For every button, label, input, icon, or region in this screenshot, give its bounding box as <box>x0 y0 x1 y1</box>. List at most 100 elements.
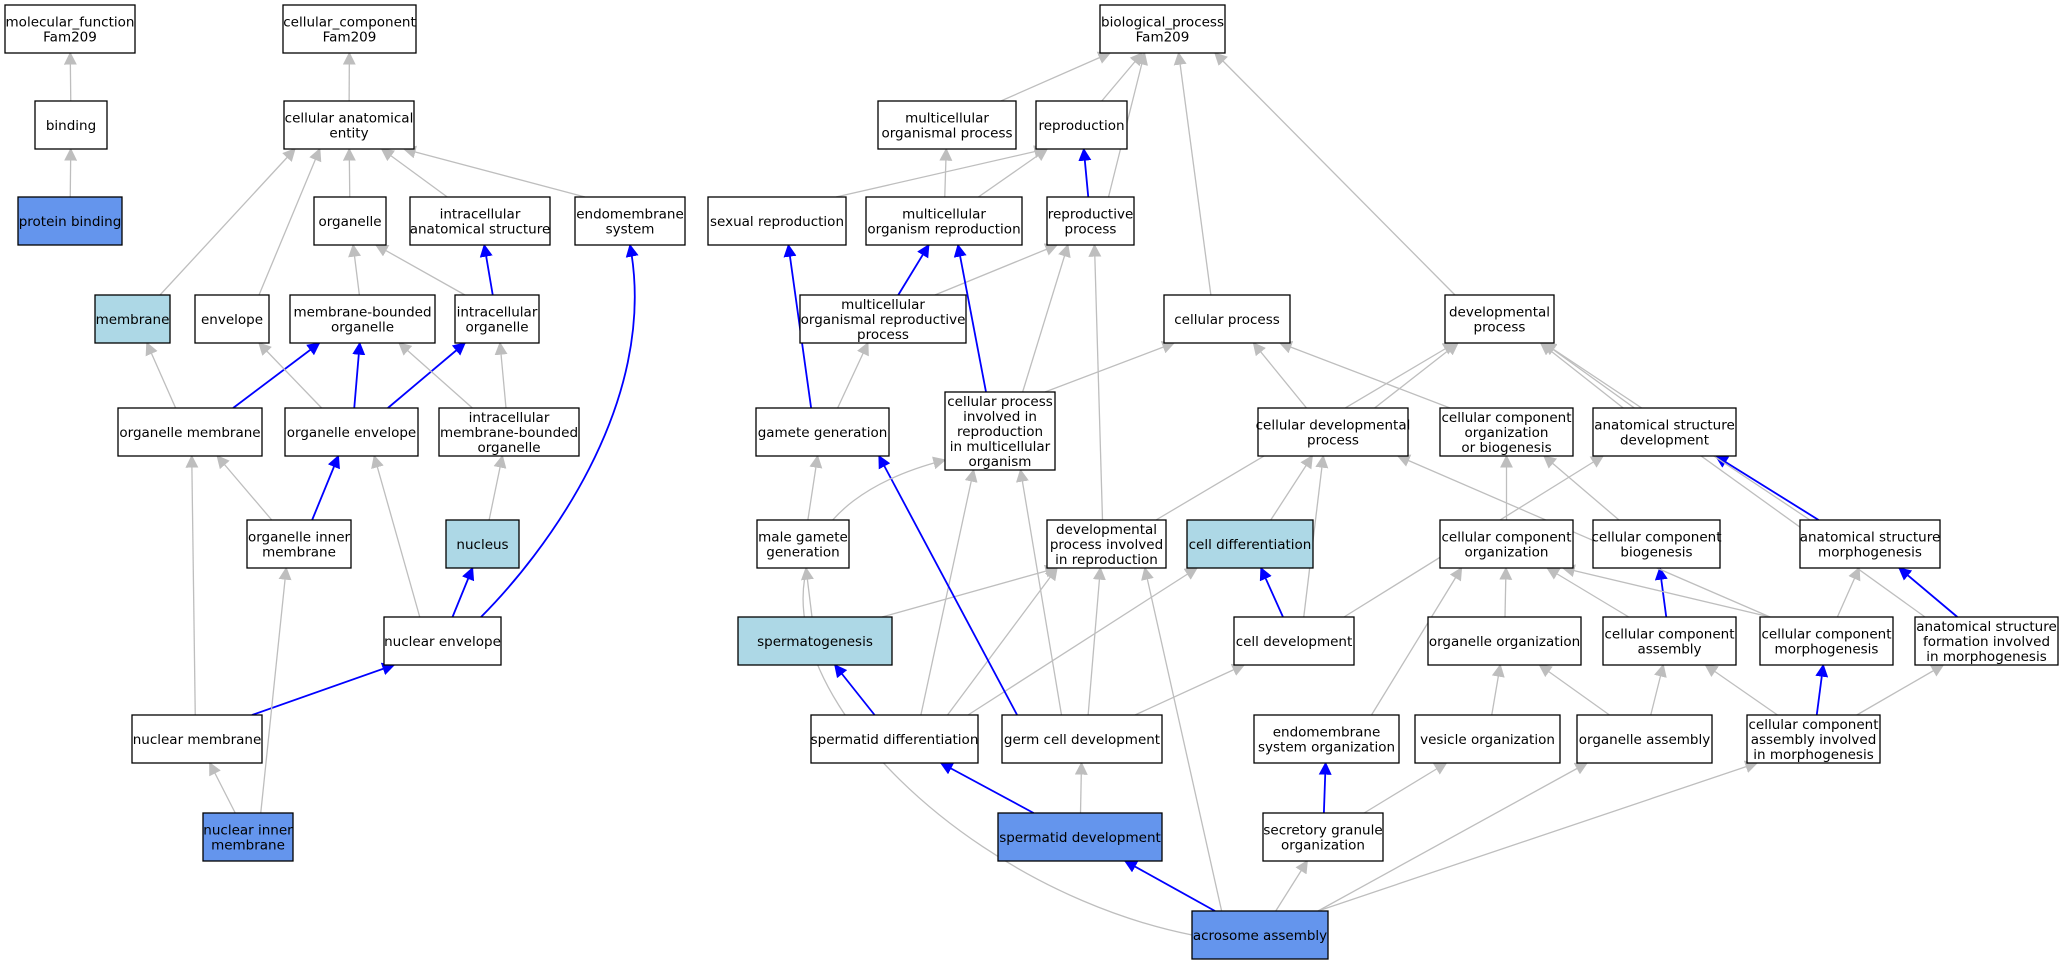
node-box <box>313 196 387 246</box>
node-box <box>131 714 263 764</box>
node-box <box>756 519 850 569</box>
node-oa[interactable]: organelle assembly <box>1576 714 1713 764</box>
node-ne[interactable]: nuclear envelope <box>383 616 502 666</box>
node-celldevel[interactable]: cell development <box>1233 616 1355 666</box>
node-box <box>707 196 847 246</box>
node-label: in multicellular <box>950 439 1051 455</box>
node-label: anatomical structure <box>1594 418 1735 434</box>
node-box <box>1602 616 1737 666</box>
node-box <box>1046 196 1135 246</box>
edge-acro-to-dpir <box>1141 566 1223 912</box>
node-repro[interactable]: reproduction <box>1035 100 1128 150</box>
node-vo[interactable]: vesicle organization <box>1414 714 1561 764</box>
node-sexrep[interactable]: sexual reproduction <box>707 196 847 246</box>
node-label: secretory granule <box>1263 823 1382 839</box>
edge-spdev-to-spdiff <box>939 762 1035 814</box>
node-spdiff[interactable]: spermatid differentiation <box>810 714 979 764</box>
node-box <box>799 294 967 344</box>
edge-oe-to-envelope <box>258 342 323 409</box>
node-label: membrane-bounded <box>440 425 578 441</box>
node-om[interactable]: organelle membrane <box>117 407 263 457</box>
edge-ne-to-nucleus <box>451 566 475 618</box>
edge-ccaim-to-asfm <box>1856 664 1945 716</box>
node-box <box>1414 714 1561 764</box>
node-label: in morphogenesis <box>1926 649 2047 665</box>
edge-sgo-to-vo <box>1363 762 1448 814</box>
node-spermatog[interactable]: spermatogenesis <box>737 616 893 666</box>
edge-binding-to-mf <box>63 51 77 102</box>
node-gamgen[interactable]: gamete generation <box>755 407 890 457</box>
node-label: Fam209 <box>1136 30 1190 46</box>
edge-nucleus-to-imbo <box>488 454 507 521</box>
node-membrane[interactable]: membrane <box>94 294 171 344</box>
node-nm[interactable]: nuclear membrane <box>131 714 263 764</box>
node-label: process <box>1065 222 1117 238</box>
node-protbind[interactable]: protein binding <box>17 196 123 246</box>
node-label: system <box>606 222 655 238</box>
node-oe[interactable]: organelle envelope <box>284 407 419 457</box>
node-binding[interactable]: binding <box>34 100 108 150</box>
node-label: multicellular <box>902 207 986 223</box>
node-label: membrane <box>262 545 336 561</box>
node-orgorg[interactable]: organelle organization <box>1427 616 1582 666</box>
node-acro[interactable]: acrosome assembly <box>1191 910 1329 960</box>
node-nucleus[interactable]: nucleus <box>445 519 520 569</box>
edge-spdiff-to-cpirmo <box>920 468 978 716</box>
node-envelope[interactable]: envelope <box>194 294 270 344</box>
node-label: organismal process <box>881 126 1012 142</box>
edge-morp-to-mor <box>897 243 930 296</box>
node-label: membrane <box>211 838 285 854</box>
node-cellproc[interactable]: cellular process <box>1163 294 1291 344</box>
node-box <box>737 616 893 666</box>
node-label: cellular_component <box>283 15 415 31</box>
node-box <box>4 4 136 54</box>
node-label: reproductive <box>1048 207 1134 223</box>
node-label: male gamete <box>758 530 848 546</box>
node-box <box>438 407 580 457</box>
node-spdev[interactable]: spermatid development <box>997 812 1163 862</box>
node-gcd[interactable]: germ cell development <box>1001 714 1163 764</box>
edge-spdev-to-gcd <box>1074 761 1088 814</box>
node-box <box>865 196 1023 246</box>
edge-ne-to-endomem <box>480 243 639 618</box>
edge-ccaim-to-ccm <box>1815 663 1829 716</box>
node-box <box>409 196 551 246</box>
node-organelle[interactable]: organelle <box>313 196 387 246</box>
node-label: morphogenesis <box>1818 545 1922 561</box>
node-label: reproduction <box>1038 118 1124 134</box>
edge-ccob-to-cellproc <box>1278 341 1451 409</box>
node-label: spermatid development <box>999 830 1161 846</box>
node-celldiff[interactable]: cell differentiation <box>1186 519 1314 569</box>
